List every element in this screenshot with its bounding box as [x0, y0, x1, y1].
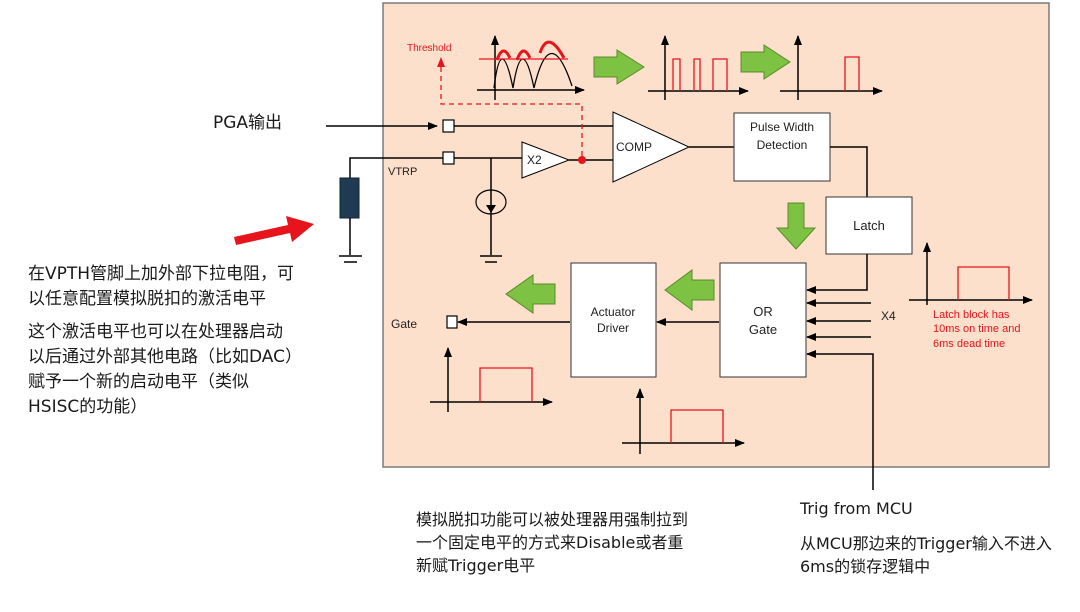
or-gate-block	[719, 262, 807, 378]
trig-note: Trig from MCU 从MCU那边来的Trigger输入不进入6ms的锁存…	[800, 497, 1080, 590]
latch-block	[825, 196, 913, 255]
gate-pin	[446, 315, 458, 329]
vtrp-pin	[442, 151, 455, 165]
current-source	[475, 158, 507, 263]
actuator-label-2: Driver	[597, 321, 629, 335]
pga-output-label: PGA输出	[213, 113, 282, 133]
comp-label: COMP	[616, 140, 652, 154]
pulse-width-label-1: Pulse Width	[750, 120, 814, 134]
waveform-pulses	[648, 35, 749, 100]
x2-label: X2	[527, 153, 542, 167]
actuator-label-1: Actuator	[591, 305, 636, 319]
comparator	[612, 111, 691, 183]
green-arrow-right-1	[593, 49, 645, 85]
latch-note-3: 6ms dead time	[933, 338, 1005, 350]
latch-note-1: Latch block has	[933, 309, 1010, 321]
disable-note: 模拟脱扣功能可以被处理器用强制拉到一个固定电平的方式来Disable或者重新赋T…	[416, 510, 689, 575]
pga-pin	[442, 119, 455, 133]
or-label-1: OR	[753, 304, 773, 319]
actuator-driver-block	[570, 262, 657, 378]
waveform-latch	[909, 242, 1033, 305]
waveform-gate	[430, 347, 553, 412]
or-gate-inputs	[806, 254, 874, 490]
pulldown-note-para1: 在VPTH管脚上加外部下拉电阻，可以任意配置模拟脱扣的激活电平	[28, 264, 295, 309]
pga-input-line	[326, 119, 613, 133]
red-pointer-arrow	[234, 216, 314, 245]
x4-label: X4	[881, 309, 896, 323]
waveform-rectified-sine	[477, 35, 585, 100]
latch-note-2: 10ms on time and	[933, 323, 1020, 335]
x2-amplifier	[521, 141, 571, 179]
vtrp-label: VTRP	[388, 166, 417, 178]
vtrp-line	[339, 151, 522, 263]
pulse-width-label-2: Detection	[757, 138, 808, 152]
trig-title: Trig from MCU	[800, 499, 913, 518]
pulldown-note: 在VPTH管脚上加外部下拉电阻，可以任意配置模拟脱扣的激活电平 这个激活电平也可…	[28, 262, 298, 428]
pulldown-note-para2: 这个激活电平也可以在处理器启动以后通过外部其他电路（比如DAC）赋予一个新的启动…	[28, 322, 294, 417]
latch-label: Latch	[853, 218, 885, 233]
ic-panel	[382, 2, 1050, 468]
trig-from-mcu-line	[806, 350, 874, 490]
threshold-label: Threshold	[407, 43, 451, 54]
threshold-node	[578, 156, 586, 164]
pulldown-resistor	[339, 177, 360, 219]
green-arrow-down	[775, 202, 817, 250]
green-arrow-right-2	[740, 44, 791, 80]
trig-desc: 从MCU那边来的Trigger输入不进入6ms的锁存逻辑中	[800, 534, 1052, 576]
waveform-driver	[622, 388, 745, 454]
green-arrow-left-2	[505, 274, 556, 314]
green-arrow-left-1	[664, 269, 715, 311]
waveform-single-pulse	[780, 35, 883, 100]
or-label-2: Gate	[749, 322, 777, 337]
gate-label: Gate	[391, 317, 417, 331]
